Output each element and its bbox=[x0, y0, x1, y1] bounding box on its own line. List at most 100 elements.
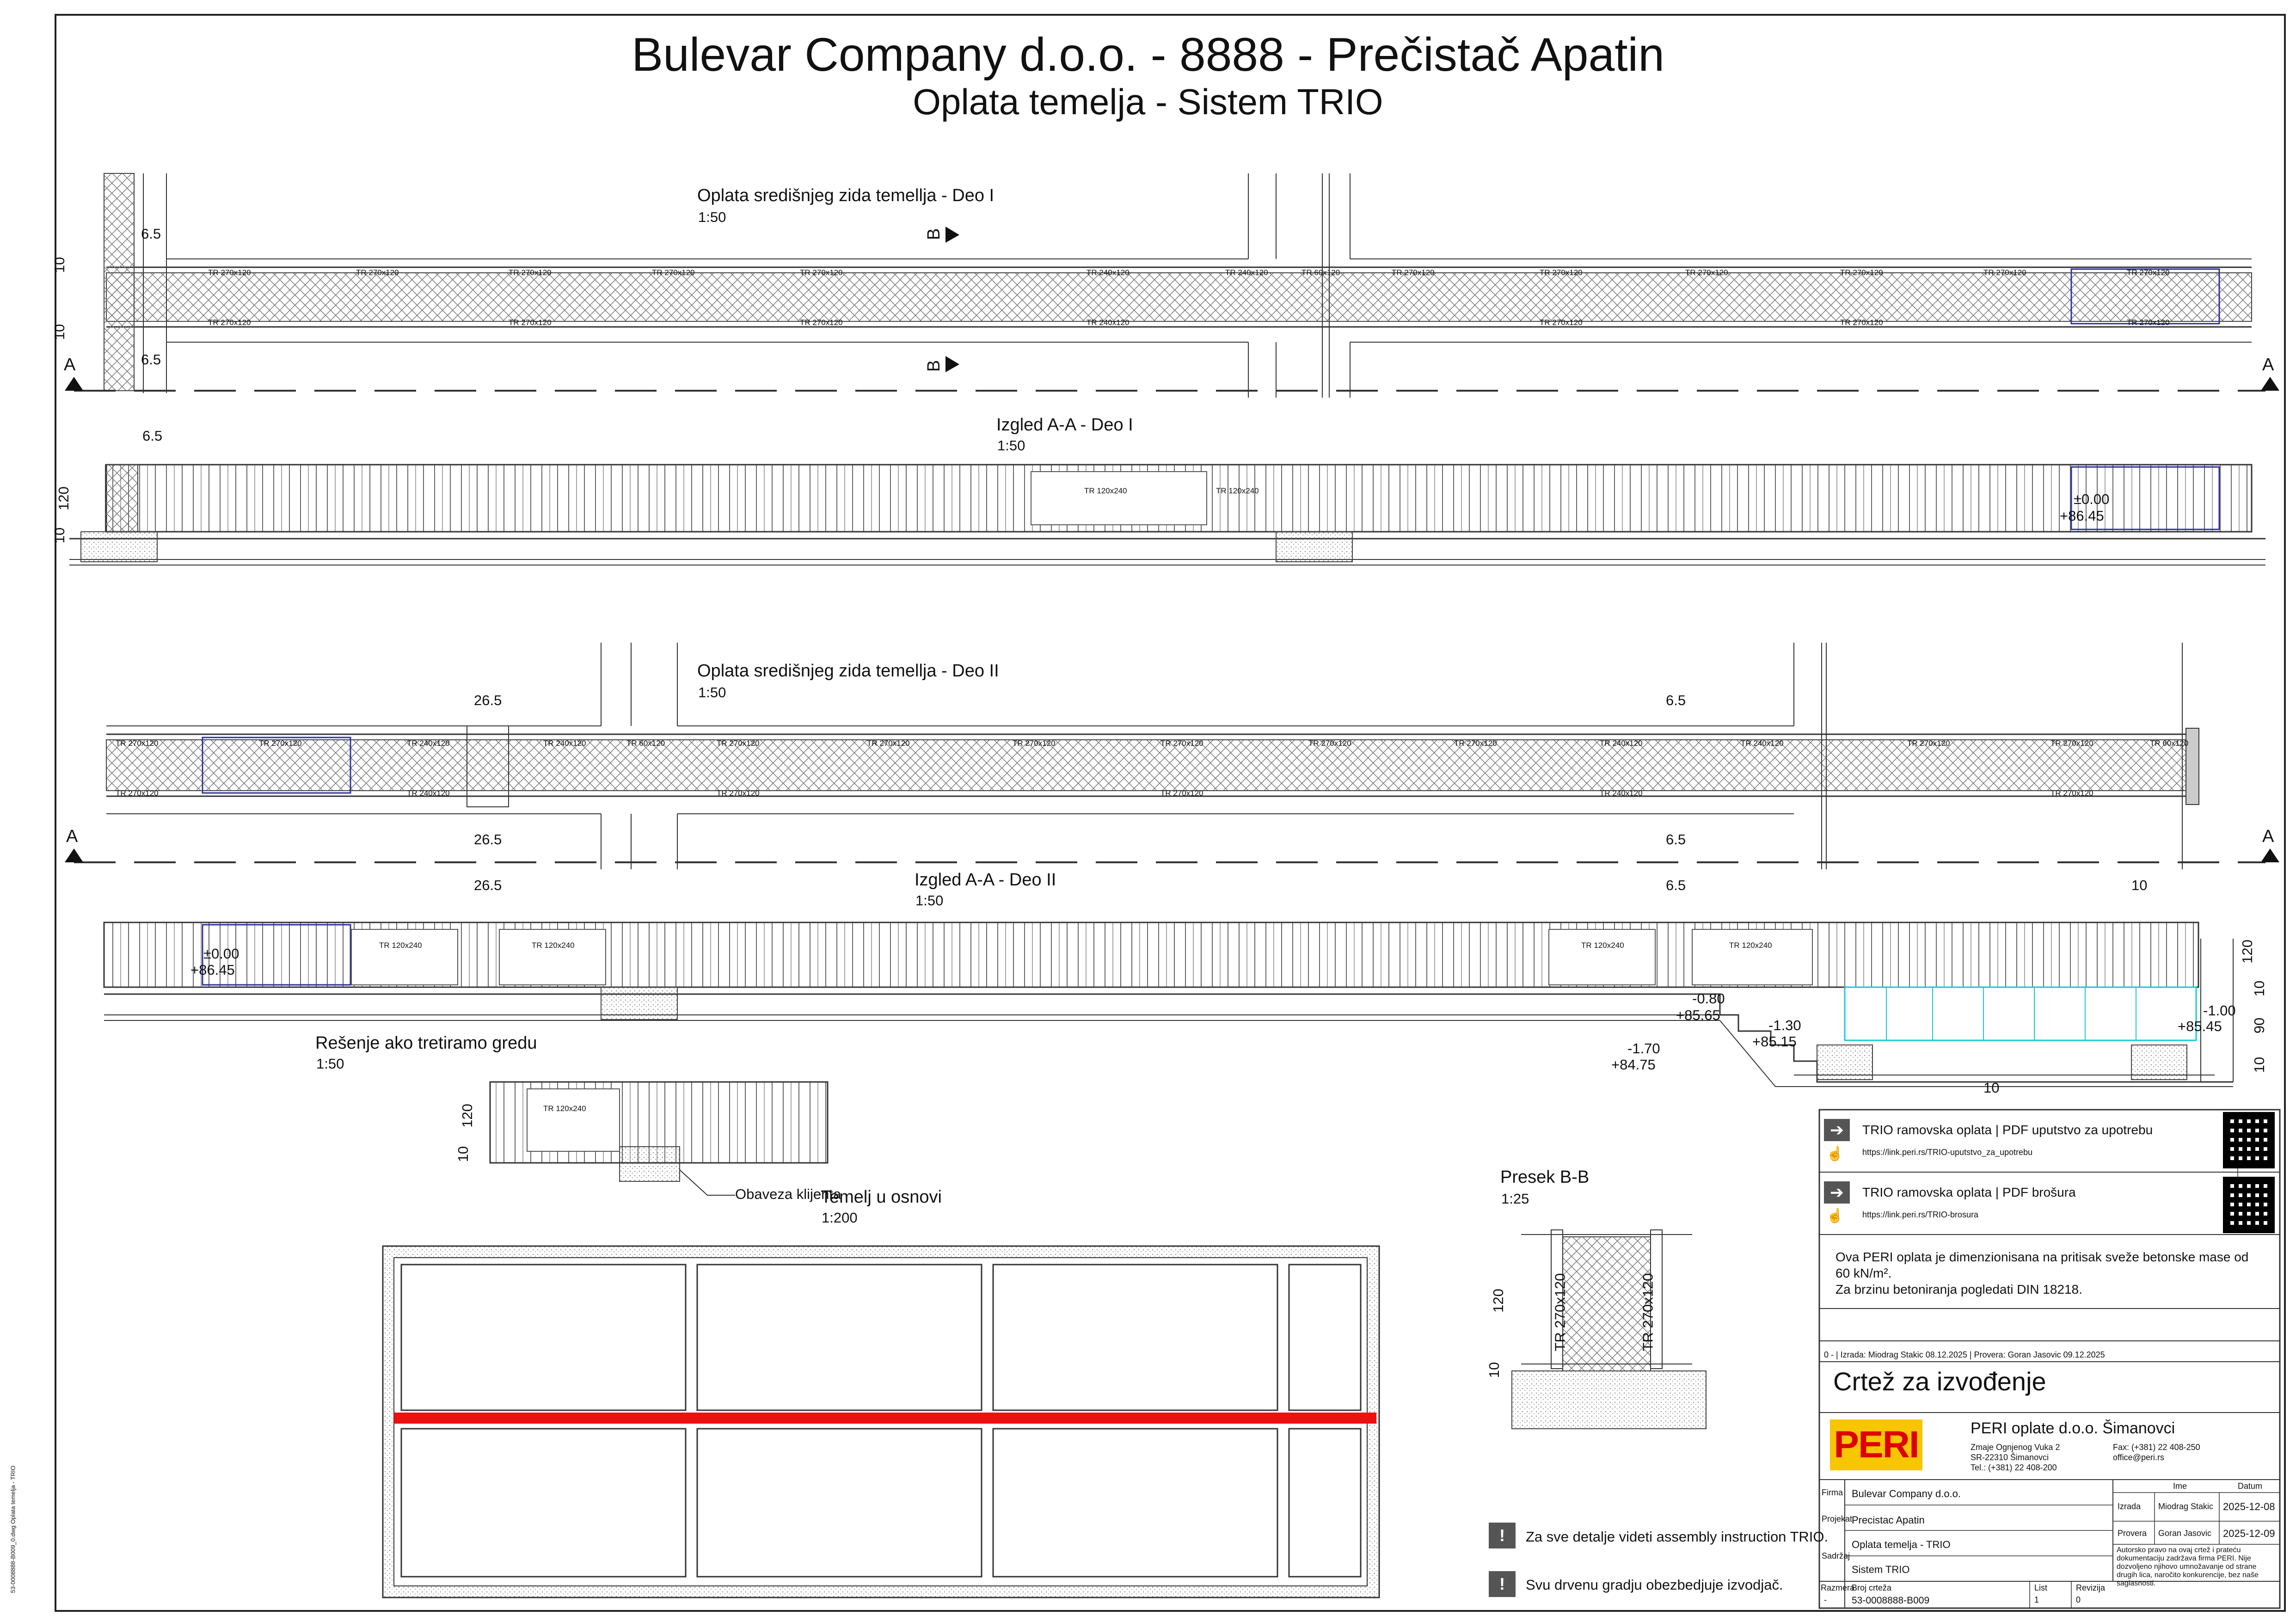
revizija-label: Revizija bbox=[2076, 1583, 2106, 1592]
assembly-note: Za sve detalje videti assembly instructi… bbox=[1526, 1529, 1829, 1545]
beam-scale: 1:50 bbox=[316, 1056, 344, 1072]
drawing-subtitle: Oplata temelja - Sistem TRIO bbox=[913, 81, 1383, 122]
panel-label: TR 60x120 bbox=[1301, 268, 1340, 277]
sheet-frame bbox=[55, 14, 2286, 1612]
highlighted-wall bbox=[394, 1413, 1376, 1424]
panel-label: TR 270x120 bbox=[1013, 739, 1056, 748]
link-url[interactable]: https://link.peri.rs/TRIO-uputstvo_za_up… bbox=[1862, 1148, 2033, 1157]
plan1-title: Oplata središnjeg zida temellja - Deo I bbox=[697, 186, 995, 205]
section-title: Presek B-B bbox=[1500, 1167, 1590, 1187]
link-url[interactable]: https://link.peri.rs/TRIO-brosura bbox=[1862, 1210, 1979, 1219]
panel-label: TR 60x120 bbox=[2150, 739, 2189, 748]
panel-label: TR 120x240 bbox=[543, 1104, 586, 1113]
panel-label: TR 270x120 bbox=[509, 318, 552, 327]
sadrzaj-value: Oplata temelja - TRIO bbox=[1852, 1539, 1951, 1550]
dim-label: 120 bbox=[55, 486, 72, 510]
broj-label: Broj crteža bbox=[1852, 1583, 1892, 1592]
level-label: ±0.00 bbox=[203, 946, 239, 962]
level-label: -1.30 bbox=[1768, 1017, 1801, 1033]
panel-label: TR 270x120 bbox=[259, 739, 302, 748]
drawing-title: Bulevar Company d.o.o. - 8888 - Prečista… bbox=[632, 28, 1664, 81]
dim-label: 26.5 bbox=[474, 877, 502, 893]
section-b-b bbox=[1511, 1229, 1707, 1429]
sadrzaj-value: Sistem TRIO bbox=[1852, 1564, 1910, 1575]
elev1-scale: 1:50 bbox=[997, 437, 1025, 454]
qr-code[interactable] bbox=[2223, 1177, 2275, 1233]
dim-label: 6.5 bbox=[1666, 877, 1686, 893]
panel-label: TR 270x120 bbox=[208, 318, 251, 327]
dim-label: 26.5 bbox=[474, 692, 502, 708]
revision-line: 0 - | Izrada: Miodrag Stakic 08.12.2025 … bbox=[1824, 1350, 2105, 1359]
side-note: 53-0008888-B009_0.dwg Oplata temelja - T… bbox=[9, 1465, 17, 1593]
section-mark-b: B bbox=[924, 360, 944, 372]
copyright-note: Autorsko pravo na ovaj crtež i prateću d… bbox=[2117, 1546, 2259, 1587]
panel-label: TR 270x120 bbox=[800, 318, 843, 327]
drawing-type: Crtež za izvođenje bbox=[1833, 1367, 2046, 1396]
panel-label: TR 270x120 bbox=[1685, 268, 1728, 277]
panel-label: TR 120x240 bbox=[532, 941, 575, 950]
base-title: Temelj u osnovi bbox=[821, 1187, 942, 1207]
dim-label: 90 bbox=[2251, 1017, 2268, 1034]
panel-label: TR 240x120 bbox=[1600, 789, 1643, 798]
dim-label: 120 bbox=[1490, 1289, 1506, 1313]
warning-icon: ! bbox=[1489, 1571, 1516, 1597]
arrow-right-icon: ➔ bbox=[1824, 1181, 1850, 1204]
ime-label: Ime bbox=[2173, 1481, 2187, 1491]
panel-label: TR 120x240 bbox=[1084, 486, 1127, 495]
base-scale: 1:200 bbox=[822, 1210, 858, 1226]
panel-label: TR 270x120 bbox=[1160, 789, 1203, 798]
panel-label: TR 270x120 bbox=[1540, 268, 1583, 277]
broj-value: 53-0008888-B009 bbox=[1852, 1595, 1930, 1606]
company-address: SR-22310 Šimanovci bbox=[1971, 1453, 2049, 1462]
panel-label: TR 270x120 bbox=[1160, 739, 1203, 748]
panel-label: TR 240x120 bbox=[1087, 268, 1130, 277]
panel-label: TR 270x120 bbox=[1552, 1273, 1568, 1352]
company-phone: Tel.: (+381) 22 408-200 bbox=[1971, 1463, 2057, 1472]
section-mark-a: A bbox=[64, 355, 76, 375]
client-note: Obaveza klijenta bbox=[735, 1186, 841, 1202]
dim-label: 10 bbox=[51, 257, 68, 273]
panel-label: TR 270x120 bbox=[1983, 268, 2026, 277]
sadrzaj-label: Sadržaj bbox=[1822, 1551, 1850, 1561]
level-label: -1.00 bbox=[2203, 1002, 2236, 1019]
panel-label: TR 240x120 bbox=[1741, 739, 1784, 748]
company-fax: Fax: (+381) 22 408-250 bbox=[2113, 1443, 2200, 1452]
qr-code[interactable] bbox=[2223, 1112, 2275, 1168]
dim-label: 10 bbox=[51, 527, 68, 544]
provera-label: Provera bbox=[2118, 1529, 2147, 1538]
elev2-scale: 1:50 bbox=[915, 892, 944, 909]
section-mark-a: A bbox=[2262, 827, 2274, 846]
firma-label: Firma bbox=[1822, 1488, 1843, 1497]
arrow-right-icon: ➔ bbox=[1824, 1119, 1850, 1141]
panel-label: TR 270x120 bbox=[1392, 268, 1435, 277]
dim-label: 10 bbox=[455, 1146, 472, 1162]
company-address: Zmaje Ognjenog Vuka 2 bbox=[1971, 1443, 2060, 1452]
panel-label: TR 270x120 bbox=[116, 789, 159, 798]
panel-label: TR 270x120 bbox=[1454, 739, 1497, 748]
dim-label: 10 bbox=[1983, 1080, 2000, 1096]
panel-label: TR 270x120 bbox=[1907, 739, 1950, 748]
panel-label: TR 270x120 bbox=[509, 268, 552, 277]
level-label: +84.75 bbox=[1611, 1057, 1656, 1073]
level-label: +86.45 bbox=[190, 962, 235, 978]
panel-label: TR 240x120 bbox=[1600, 739, 1643, 748]
panel-label: TR 240x120 bbox=[407, 739, 450, 748]
dim-label: 6.5 bbox=[141, 226, 161, 242]
panel-label: TR 240x120 bbox=[1225, 268, 1268, 277]
panel-label: TR 120x240 bbox=[1581, 941, 1624, 950]
peri-logo: PERI bbox=[1830, 1419, 1922, 1470]
beam-title: Rešenje ako tretiramo gredu bbox=[315, 1033, 537, 1053]
panel-label: TR 270x120 bbox=[2127, 268, 2170, 277]
firma-value: Bulevar Company d.o.o. bbox=[1852, 1488, 1961, 1499]
company-email: office@peri.rs bbox=[2113, 1453, 2164, 1462]
projekat-label: Projekat bbox=[1822, 1514, 1853, 1524]
dim-label: 6.5 bbox=[1666, 831, 1686, 848]
panel-label: TR 270x120 bbox=[2127, 318, 2170, 327]
revizija-value: 0 bbox=[2076, 1595, 2081, 1604]
section-scale: 1:25 bbox=[1501, 1191, 1529, 1207]
panel-label: TR 270x120 bbox=[116, 739, 159, 748]
elevation-deo-2 bbox=[103, 922, 2234, 1087]
elev2-title: Izgled A-A - Deo II bbox=[915, 870, 1056, 890]
dim-label: 6.5 bbox=[142, 428, 163, 444]
